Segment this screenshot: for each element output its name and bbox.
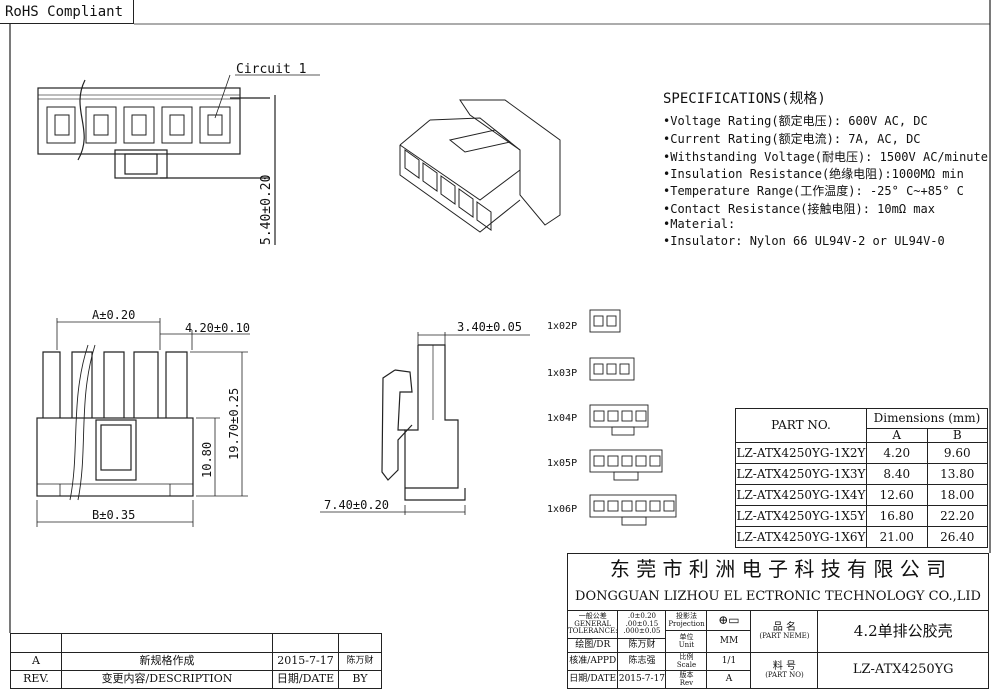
b-cell: 9.60	[926, 442, 988, 465]
variant-label: 1x05P	[547, 458, 577, 469]
variant-label: 1x04P	[547, 413, 577, 424]
date-header: 日期/DATE	[272, 670, 339, 689]
part-cell: LZ-ATX4250YG-1X5Y	[735, 505, 867, 528]
dr-label: 绘图/DR	[566, 638, 619, 653]
part-cell: LZ-ATX4250YG-1X2Y	[735, 442, 867, 465]
rohs-label: RoHS Compliant	[0, 0, 134, 24]
date-cell: 2015-7-17	[272, 652, 339, 671]
circuit-1-label: Circuit 1	[236, 62, 306, 77]
unit-value: MM	[706, 630, 752, 653]
desc-cell: 新规格作成	[61, 652, 273, 671]
spec-title: SPECIFICATIONS(规格)	[663, 91, 826, 107]
dim-19-70: 19.70±0.25	[227, 388, 241, 460]
by-header: BY	[338, 670, 382, 689]
part-cell: LZ-ATX4250YG-1X3Y	[735, 463, 867, 486]
part-no-label: 料 号(PART NO)	[750, 652, 819, 689]
dim-3-40: 3.40±0.05	[457, 320, 522, 334]
part-cell: LZ-ATX4250YG-1X6Y	[735, 526, 867, 549]
a-cell: 21.00	[866, 526, 928, 549]
variant-label: 1x02P	[547, 321, 577, 332]
appd-value: 陈志强	[617, 652, 667, 671]
a-cell: 12.60	[866, 484, 928, 507]
spec-item: •Contact Resistance(接触电阻): 10mΩ max	[663, 202, 935, 216]
dr-value: 陈万财	[617, 638, 667, 653]
dim-7-40: 7.40±0.20	[324, 498, 389, 512]
date-value: 2015-7-17	[617, 670, 667, 689]
b-cell: 13.80	[926, 463, 988, 486]
front-view: Circuit 1 5.40±0.20	[37, 62, 320, 245]
col-b-header: B	[926, 427, 988, 444]
rev-header: REV.	[10, 670, 62, 689]
tolerance-values: .0±0.20.00±0.15.000±0.05	[617, 610, 667, 639]
height-dimension: 5.40±0.20	[259, 175, 274, 245]
date-label: 日期/DATE	[566, 670, 619, 689]
appd-label: 核准/APPD	[566, 652, 619, 671]
projection-symbol-icon: ⊕▭	[706, 610, 752, 631]
profile-view: 3.40±0.05 7.40±0.20	[320, 320, 530, 515]
b-cell: 18.00	[926, 484, 988, 507]
spec-item: •Material:	[663, 217, 736, 231]
dim-a: A±0.20	[92, 308, 135, 322]
dim-pitch: 4.20±0.10	[185, 321, 250, 335]
spec-item: •Insulator: Nylon 66 UL94V-2 or UL94V-0	[663, 234, 945, 248]
spec-item: •Temperature Range(工作温度): -25° C~+85° C	[663, 184, 964, 198]
desc-header: 变更内容/DESCRIPTION	[61, 670, 273, 689]
spec-item: •Insulation Resistance(绝缘电阻):1000MΩ min	[663, 167, 964, 181]
variant-views: 1x02P 1x03P 1x04P 1x05P 1x06P	[547, 309, 677, 526]
a-cell: 16.80	[866, 505, 928, 528]
col-a-header: A	[866, 427, 928, 444]
a-cell: 4.20	[866, 442, 928, 465]
title-block: 东 莞 市 利 洲 电 子 科 技 有 限 公 司 DONGGUAN LIZHO…	[566, 553, 989, 689]
part-cell: LZ-ATX4250YG-1X4Y	[735, 484, 867, 507]
rev-value: A	[706, 670, 752, 689]
part-name: 4.2单排公胶壳	[817, 610, 989, 653]
part-name-label: 品 名(PART NEME)	[750, 610, 819, 653]
b-cell: 26.40	[926, 526, 988, 549]
by-cell: 陈万财	[338, 652, 382, 671]
spec-item: •Current Rating(额定电流): 7A, AC, DC	[663, 132, 921, 146]
part-no: LZ-ATX4250YG	[817, 652, 989, 689]
isometric-view	[399, 99, 561, 233]
part-no-header: PART NO.	[735, 407, 867, 444]
company-name-cn: 东 莞 市 利 洲 电 子 科 技 有 限 公 司	[567, 553, 989, 584]
dimensions-header: Dimensions (mm)	[866, 408, 988, 429]
a-cell: 8.40	[866, 463, 928, 486]
variant-label: 1x06P	[547, 504, 577, 515]
spec-item: •Voltage Rating(额定电压): 600V AC, DC	[663, 114, 928, 128]
spec-item: •Withstanding Voltage(耐电压): 1500V AC/min…	[663, 150, 988, 164]
side-view: A±0.20 4.20±0.10 B±0.35 10.80 19.70±0.25	[36, 308, 250, 527]
b-cell: 22.20	[926, 505, 988, 528]
rev-cell: A	[10, 652, 62, 671]
scale-value: 1/1	[706, 652, 752, 671]
variant-label: 1x03P	[547, 368, 577, 379]
dim-b: B±0.35	[92, 508, 135, 522]
dim-10-80: 10.80	[200, 442, 214, 478]
company-name-en: DONGGUAN LIZHOU EL ECTRONIC TECHNOLOGY C…	[567, 583, 989, 611]
